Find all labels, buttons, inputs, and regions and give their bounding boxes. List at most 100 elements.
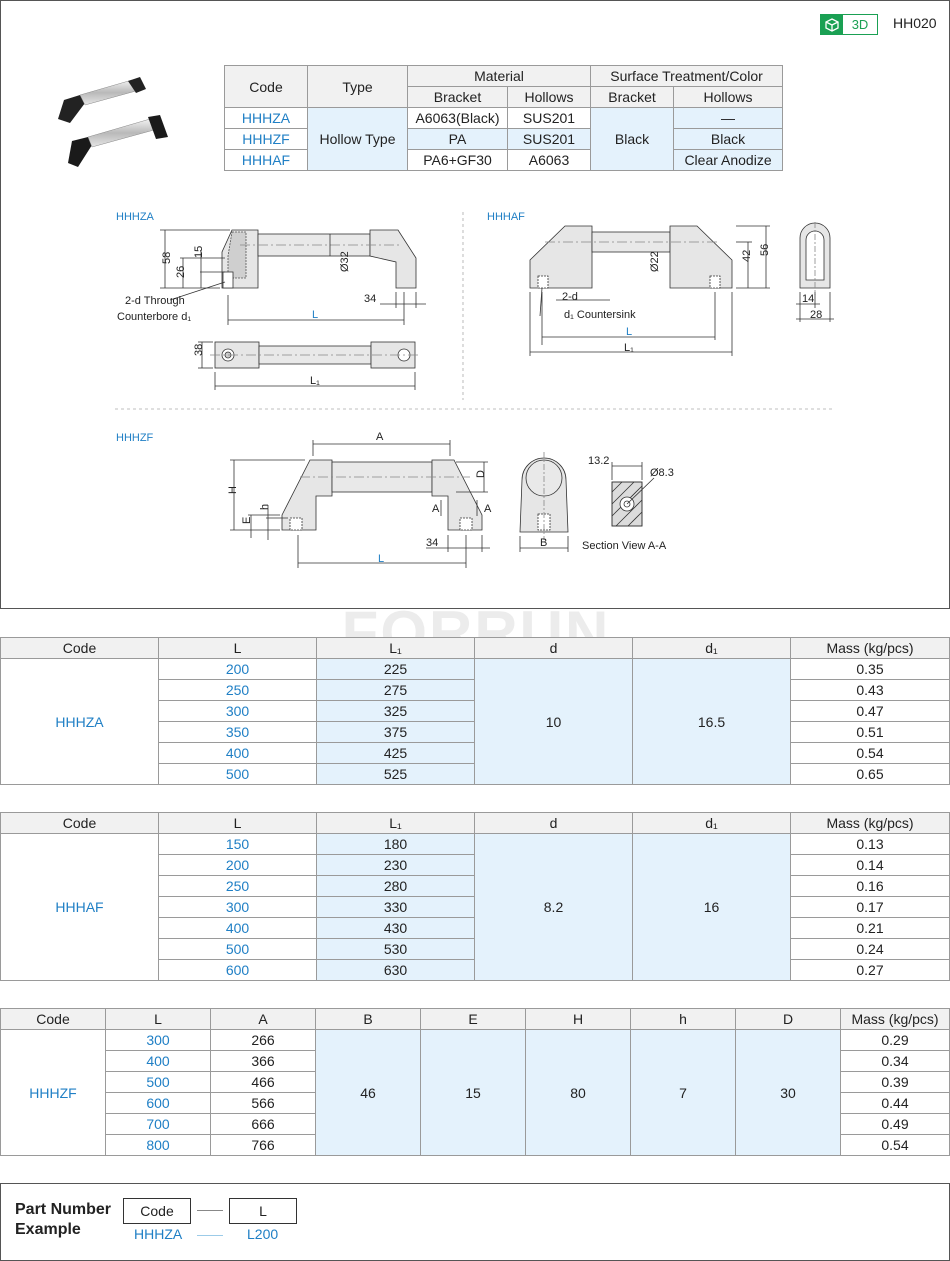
l-cell[interactable]: 600 [158, 959, 317, 981]
3d-label: 3D [851, 17, 869, 32]
example-l[interactable]: L200 [247, 1226, 279, 1242]
mass-cell: 0.27 [790, 959, 950, 981]
material-hollows-cell: A6063 [506, 149, 592, 171]
header-l: L [105, 1008, 211, 1030]
header-d: d [474, 637, 633, 659]
l-cell[interactable]: 600 [105, 1092, 211, 1114]
l1-cell: 280 [316, 875, 475, 897]
a-cell: 466 [210, 1071, 316, 1093]
l-cell[interactable]: 250 [158, 679, 317, 701]
material-bracket-cell: PA6+GF30 [407, 149, 508, 171]
h-small-cell: 7 [630, 1029, 736, 1156]
surface-bracket-cell: Black [590, 107, 675, 171]
page-code: HH020 [893, 15, 937, 31]
header-l: L [158, 812, 317, 834]
header-code: Code [0, 812, 159, 834]
dim-h: h [259, 504, 271, 510]
hhhaf-side-view [529, 225, 770, 356]
type-cell: Hollow Type [307, 107, 408, 171]
dim-34: 34 [364, 293, 376, 305]
d-cell: 30 [735, 1029, 841, 1156]
3d-model-button[interactable]: 3D [820, 14, 878, 35]
col-material: Material [406, 65, 592, 87]
code-cell[interactable]: HHHZA [0, 658, 159, 785]
h-cell: 80 [525, 1029, 631, 1156]
l-cell[interactable]: 300 [158, 896, 317, 918]
dim-L1: L₁ [310, 375, 320, 387]
dim-38: 38 [193, 344, 205, 356]
note-counterbore: Counterbore d₁ [117, 311, 191, 323]
dim-L: L [626, 326, 632, 338]
sub-hollows: Hollows [673, 86, 784, 108]
section-dims: 13.2 Ø8.3 Section View A-A [582, 455, 674, 552]
l-cell[interactable]: 700 [105, 1113, 211, 1135]
code-cell[interactable]: HHHAF [224, 149, 308, 171]
l-cell[interactable]: 200 [158, 658, 317, 680]
l-cell[interactable]: 800 [105, 1134, 211, 1156]
header-h-small: h [630, 1008, 736, 1030]
l-cell[interactable]: 500 [158, 763, 317, 785]
header-d1: d₁ [632, 812, 791, 834]
mass-cell: 0.44 [840, 1092, 950, 1114]
a-cell: 566 [210, 1092, 316, 1114]
header-h: H [525, 1008, 631, 1030]
d1-cell: 16.5 [632, 658, 791, 785]
l-cell[interactable]: 250 [158, 875, 317, 897]
title-line-2: Example [15, 1221, 81, 1238]
l-cell[interactable]: 400 [158, 742, 317, 764]
note-2d: 2-d [562, 291, 578, 303]
section-caption: Section View A-A [582, 540, 667, 552]
header-l1: L₁ [316, 637, 475, 659]
dim-34: 34 [426, 537, 438, 549]
dim-26: 26 [175, 266, 187, 278]
mass-cell: 0.14 [790, 854, 950, 876]
table-row: HHHZF PA SUS201 Black [224, 128, 784, 150]
header-code: Code [0, 1008, 106, 1030]
separator-line [197, 1210, 223, 1211]
l-cell[interactable]: 200 [158, 854, 317, 876]
sub-bracket: Bracket [590, 86, 675, 108]
code-cell[interactable]: HHHZA [224, 107, 308, 129]
l1-cell: 225 [316, 658, 475, 680]
l-cell[interactable]: 400 [105, 1050, 211, 1072]
code-cell[interactable]: HHHZF [0, 1029, 106, 1156]
l-cell[interactable]: 500 [105, 1071, 211, 1093]
dim-H: H [227, 486, 239, 494]
l-cell[interactable]: 400 [158, 917, 317, 939]
section-mark-left: A [432, 503, 440, 515]
hhhzf-side-dims: A H h E D A A 34 L [227, 431, 492, 565]
dim-13-2: 13.2 [588, 455, 609, 467]
mass-cell: 0.34 [840, 1050, 950, 1072]
l-cell[interactable]: 150 [158, 833, 317, 855]
l-cell[interactable]: 300 [105, 1029, 211, 1051]
example-code[interactable]: HHHZA [134, 1226, 183, 1242]
dim-d22: Ø22 [649, 251, 661, 272]
mass-cell: 0.49 [840, 1113, 950, 1135]
l-cell[interactable]: 300 [158, 700, 317, 722]
sub-bracket: Bracket [407, 86, 508, 108]
l-cell[interactable]: 350 [158, 721, 317, 743]
technical-drawings: 58 26 15 Ø32 34 2-d Through Counterbore … [115, 212, 835, 568]
header-a: A [210, 1008, 316, 1030]
code-cell[interactable]: HHHZF [224, 128, 308, 150]
dim-E: E [241, 517, 253, 524]
code-cell[interactable]: HHHAF [0, 833, 159, 981]
l-cell[interactable]: 500 [158, 938, 317, 960]
col-code: Code [224, 65, 308, 108]
d-cell: 8.2 [474, 833, 633, 981]
mass-cell: 0.16 [790, 875, 950, 897]
mass-cell: 0.47 [790, 700, 950, 722]
hhhza-side-dims: 58 26 15 Ø32 34 2-d Through Counterbore … [117, 246, 376, 323]
hhhzf-end-dims: B [540, 537, 547, 549]
dim-56: 56 [759, 244, 771, 256]
surface-hollows-cell: Clear Anodize [673, 149, 784, 171]
header-code: Code [0, 637, 159, 659]
